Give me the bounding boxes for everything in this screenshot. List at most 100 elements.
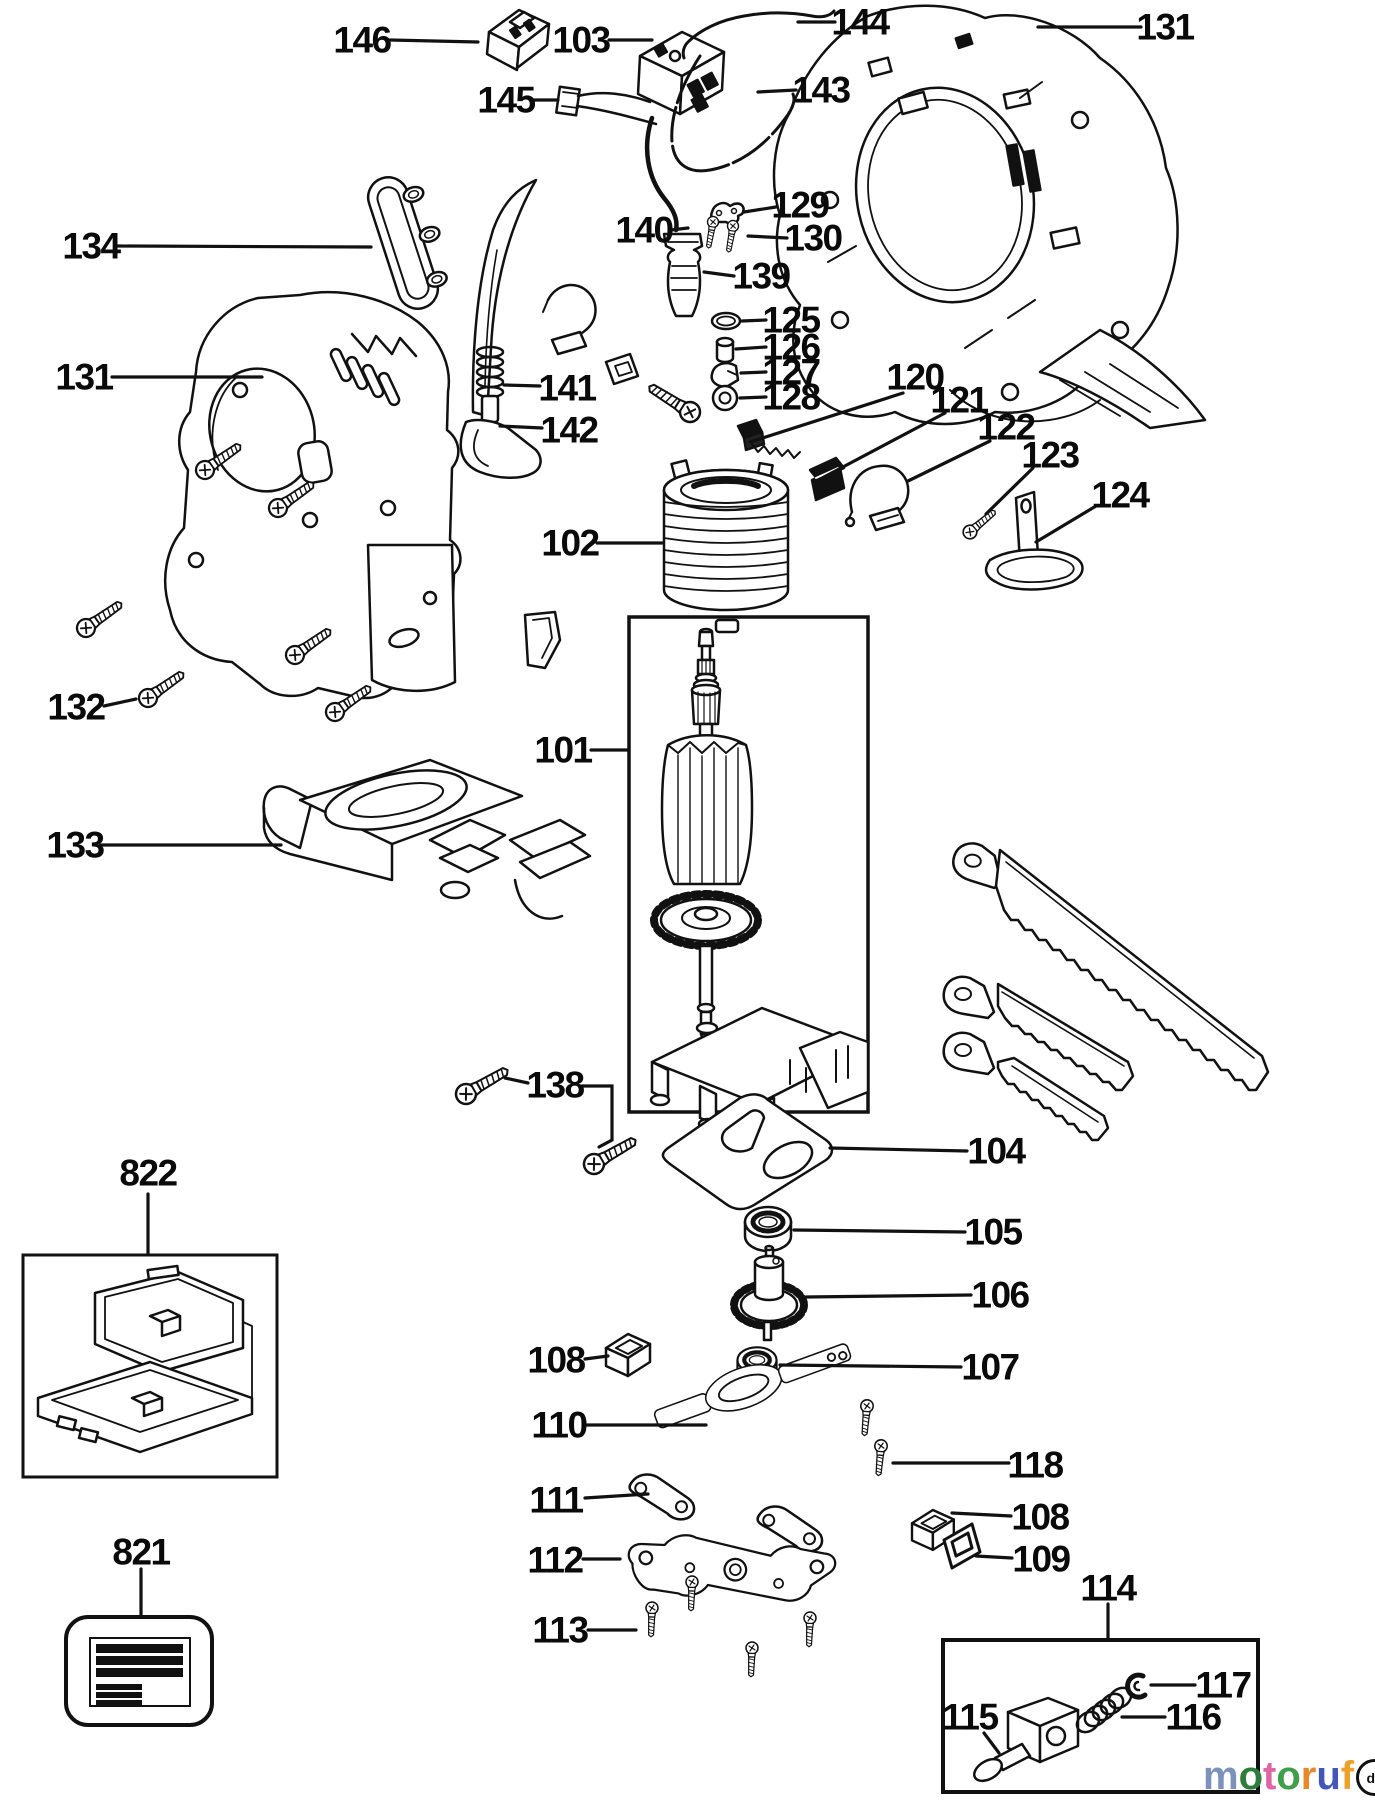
bearing-105-drawing [745,1207,791,1251]
leader-line-111 [583,1492,650,1500]
handle-grip-134-drawing [366,176,448,310]
part-label-103: 103 [552,20,610,61]
part-label-106: 106 [971,1275,1029,1316]
saw-blade-large-drawing [949,839,1270,1092]
watermark-letter: o [1276,1754,1301,1798]
leader-line-130 [746,234,789,240]
part-label-822: 822 [119,1153,177,1194]
part-label-108-left: 108 [527,1340,585,1381]
cord-140-drawing [644,115,679,233]
part-label-141: 141 [538,368,596,409]
part-label-144: 144 [831,2,890,43]
part-label-105: 105 [964,1212,1022,1253]
field-102-drawing [662,459,790,634]
leader-line-146 [388,38,480,44]
housing-left-drawing [163,291,462,700]
leader-line-128 [738,395,768,400]
watermark-de-badge: de [1356,1759,1375,1796]
part-label-115: 115 [942,1697,998,1738]
part-label-145: 145 [477,80,535,121]
part-label-131-right: 131 [1136,7,1194,48]
part-label-113: 113 [532,1610,588,1651]
part-label-127: 127 [762,352,819,393]
part-label-140: 140 [615,210,673,251]
leader-line-142 [498,424,544,430]
part-label-109: 109 [1012,1539,1070,1580]
brush-bracket-124-drawing [984,490,1084,591]
leader-line-108-right [950,1511,1013,1518]
leader-line-140 [669,226,690,232]
screw-138-a [451,1060,514,1109]
screw-130-b [722,218,741,254]
screw-113-a [644,1601,659,1638]
part-label-116: 116 [1165,1697,1221,1738]
brush-holder-121-drawing [808,456,846,502]
part-label-111: 111 [529,1480,583,1521]
leader-line-143 [756,88,798,94]
bracket-112-drawing [627,1534,837,1602]
watermark-letter: t [1263,1754,1277,1798]
part-label-821: 821 [112,1532,170,1573]
leader-line-123 [984,466,1035,516]
leader-line-127 [739,370,768,375]
part-label-114: 114 [1080,1568,1137,1609]
part-label-118: 118 [1007,1445,1063,1486]
housing-right-drawing [772,4,1207,430]
block-108-left-drawing [604,1332,652,1378]
screw-113-d [802,1611,817,1648]
leader-line-107 [778,1363,963,1369]
part-label-133: 133 [46,825,104,866]
clip-127-drawing [710,362,740,388]
watermark-letter: f [1340,1754,1355,1798]
part-label-134: 134 [62,226,121,267]
screw-132-a [72,594,128,642]
spring-116-drawing [1075,1686,1133,1734]
oring-125-drawing [710,311,742,331]
gear-106-drawing [730,1244,808,1342]
leader-line-104 [828,1146,969,1153]
part-label-122: 122 [977,407,1035,448]
part-label-128: 128 [762,377,820,418]
connector-146-drawing [485,8,551,72]
clamp-kit-box-114 [941,1638,1260,1794]
trigger-lever-drawing [471,178,538,418]
part-label-131-left: 131 [55,357,113,398]
part-label-126: 126 [762,327,820,368]
shoe-133-drawing [262,758,592,920]
leader-line-120 [748,391,905,444]
watermark-letter: o [1238,1754,1264,1798]
leader-line-139 [702,270,736,278]
case-group-box-822 [21,1253,279,1479]
part-label-125: 125 [762,300,820,341]
leader-line-105 [792,1228,967,1234]
sleeve-126-drawing [715,336,735,364]
part-label-142: 142 [540,410,598,451]
e-clip-117-drawing [1125,1672,1148,1700]
screw-118-a [857,1398,875,1437]
part-label-104: 104 [967,1131,1026,1172]
leader-line-138 [503,1076,530,1085]
label-sticker-821-drawing [64,1615,214,1727]
saw-blade-small-drawing [942,1031,1110,1142]
leader-line-132 [102,697,138,708]
kit-case-822-drawing [36,1264,254,1454]
leader-line-124 [1034,504,1098,544]
leader-line-141 [502,383,542,388]
motoruf-logo[interactable]: motorufde [1203,1754,1375,1798]
leader-line-109 [974,1554,1014,1560]
part-label-107: 107 [961,1347,1018,1388]
part-label-108-right: 108 [1011,1497,1069,1538]
screw-118-b [871,1438,889,1477]
armature-101-drawing [650,627,762,1046]
part-label-138: 138 [526,1065,584,1106]
part-label-123: 123 [1021,435,1079,476]
part-label-102: 102 [541,523,599,564]
screw-123 [959,504,1001,543]
part-label-130: 130 [784,218,842,259]
watermark-letter: m [1203,1754,1239,1798]
plate-109-drawing [942,1522,982,1570]
part-label-110: 110 [531,1405,587,1446]
leader-line-115 [982,1731,1001,1755]
leader-line-108-left [583,1354,610,1361]
